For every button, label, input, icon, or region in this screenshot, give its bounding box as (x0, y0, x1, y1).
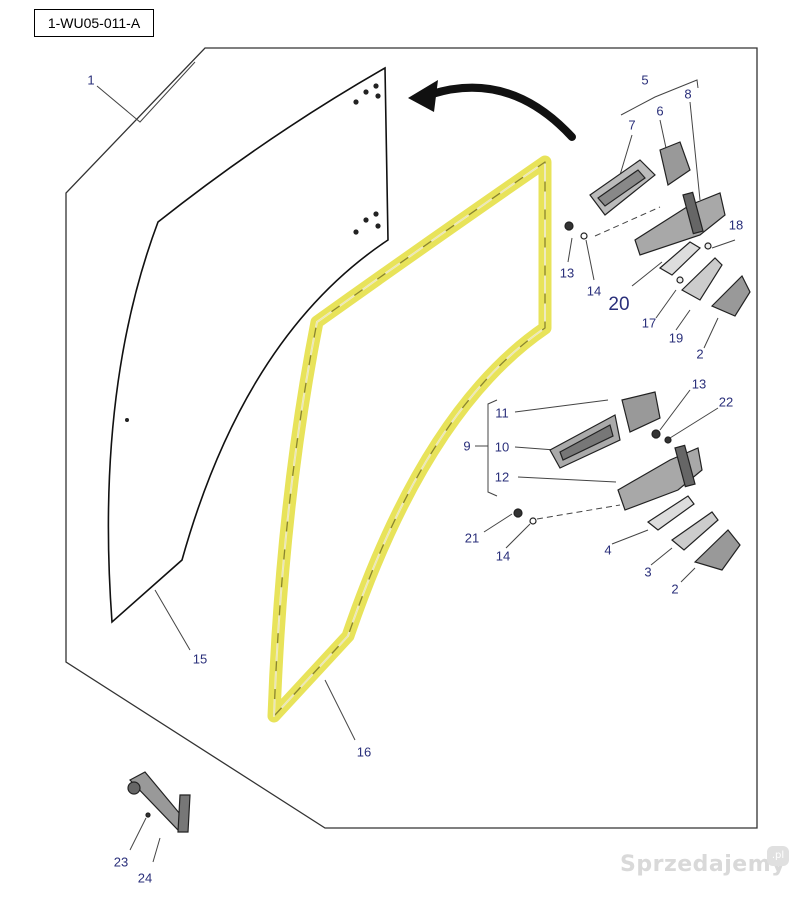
upper-gasket-part-19 (681, 257, 723, 301)
callout-8: 8 (684, 86, 692, 102)
callout-19: 19 (668, 330, 684, 346)
upper-bolt-part-13 (564, 221, 574, 231)
lower-hinge-assembly (513, 391, 741, 571)
diagram-code-label: 1-WU05-011-A (34, 9, 154, 37)
callout-15: 15 (192, 651, 208, 667)
leader-lines (96, 61, 736, 863)
callout-13-lower: 13 (691, 376, 707, 392)
bracket-screw-part-23 (145, 812, 151, 818)
callout-18: 18 (728, 217, 744, 233)
callout-22: 22 (718, 394, 734, 410)
callout-2-upper: 2 (696, 346, 704, 362)
upper-cover-cap-part-6 (659, 141, 691, 186)
lower-bolt-part-22 (664, 436, 672, 444)
upper-pin-part-18 (704, 242, 712, 250)
direction-arrow (428, 83, 576, 141)
callout-14-upper: 14 (586, 283, 602, 299)
callout-21: 21 (464, 530, 480, 546)
callout-1: 1 (87, 72, 95, 88)
callout-16: 16 (356, 744, 372, 760)
diagram-frame (65, 47, 758, 829)
watermark-badge: .pl (767, 846, 789, 866)
callout-20: 20 (608, 294, 630, 315)
callout-6: 6 (656, 103, 664, 119)
upper-plate-part-2 (710, 274, 751, 317)
lower-washer-part-14 (529, 517, 537, 525)
upper-washer-part-14 (580, 232, 588, 240)
lower-bolt-part-21 (513, 508, 523, 518)
lower-plate-part-2 (693, 529, 741, 571)
upper-pin-part-17 (676, 276, 684, 284)
callout-9: 9 (463, 438, 471, 454)
lower-cover-cap-part-11 (621, 391, 661, 433)
upper-hinge-assembly (564, 141, 751, 317)
callout-5: 5 (641, 72, 649, 88)
callout-24: 24 (137, 870, 153, 886)
callout-12: 12 (494, 469, 510, 485)
callout-13-upper: 13 (559, 265, 575, 281)
callout-11: 11 (495, 405, 509, 421)
door-glass-panel (107, 66, 389, 624)
door-seal-highlight (267, 155, 552, 723)
callout-17: 17 (641, 315, 657, 331)
lower-gasket-part-3 (671, 511, 719, 551)
lower-gasket-part-4 (646, 495, 695, 531)
callout-10: 10 (494, 439, 510, 455)
door-stay-bracket (127, 771, 191, 833)
watermark-text: Sprzedajemy (620, 852, 786, 877)
callout-7: 7 (628, 117, 636, 133)
upper-gasket-part-20 (658, 241, 701, 276)
callout-3: 3 (644, 564, 652, 580)
callout-14-lower: 14 (495, 548, 511, 564)
glass-holes (125, 83, 381, 422)
lower-bolt-part-13 (651, 429, 661, 439)
callout-4: 4 (604, 542, 612, 558)
callout-23: 23 (113, 854, 129, 870)
callout-2-lower: 2 (671, 581, 679, 597)
arrow-head-icon (408, 80, 438, 112)
